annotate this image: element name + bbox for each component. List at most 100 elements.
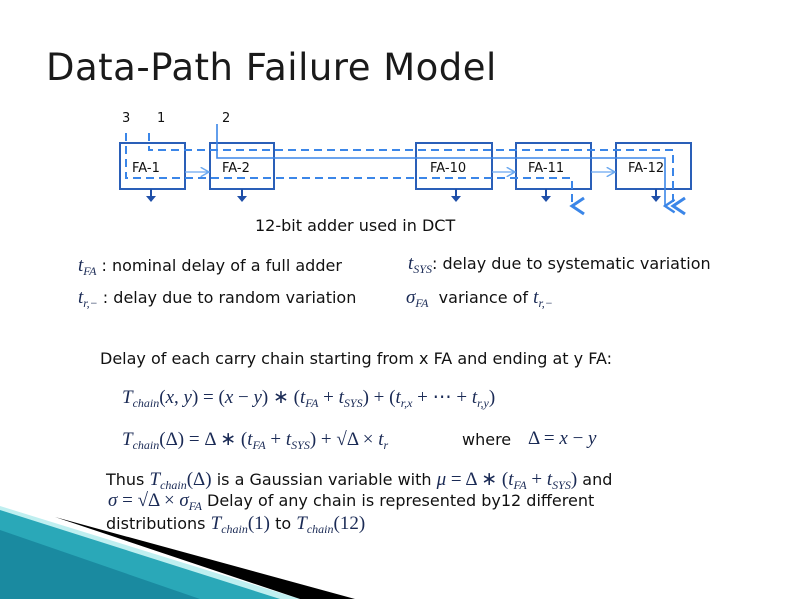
carry-chain-intro: Delay of each carry chain starting from … xyxy=(100,349,612,368)
math-symbol: tFA xyxy=(508,469,527,492)
math-operator: (1) xyxy=(247,513,271,534)
math-symbol: Tchain xyxy=(296,513,334,536)
math-operator: ) + ( xyxy=(362,387,396,408)
math-operator: (Δ) = Δ ∗ ( xyxy=(159,429,248,450)
where-label: where xyxy=(462,430,512,449)
math-subscript: FA xyxy=(513,478,527,492)
definition-text: : nominal delay of a full adder xyxy=(96,256,342,275)
text-run: is a Gaussian variable with xyxy=(211,470,437,489)
math-subscript: SYS xyxy=(343,396,363,410)
math-subscript: chain xyxy=(160,478,187,492)
math-operator: + xyxy=(318,387,339,408)
definition-text: variance of xyxy=(428,288,534,307)
math-operator: ) = ( xyxy=(191,387,225,408)
chain-3-path xyxy=(125,133,585,216)
math-operator: Δ = xyxy=(528,428,560,449)
math-symbol: tr xyxy=(378,429,389,452)
math-symbol: tr,− xyxy=(78,287,98,310)
math-symbol: σFA xyxy=(179,490,202,513)
math-operator: ( xyxy=(159,387,166,408)
math-operator: + xyxy=(526,469,547,490)
math-operator: − xyxy=(233,387,254,408)
fa-11-label: FA-11 xyxy=(528,161,564,176)
fa-2-label: FA-2 xyxy=(222,161,250,176)
math-symbol: σ xyxy=(108,490,118,511)
math-symbol: tSYS xyxy=(408,253,432,276)
chain-label-3: 3 xyxy=(122,111,130,126)
math-symbol: μ xyxy=(436,469,447,490)
math-subscript: chain xyxy=(132,396,160,410)
math-symbol: Tchain xyxy=(210,513,248,536)
diagram-caption: 12-bit adder used in DCT xyxy=(255,216,456,235)
definition-symbol: tSYS xyxy=(408,253,432,276)
text-run: and xyxy=(577,470,613,489)
math-subscript: SYS xyxy=(291,438,310,452)
sum-output-arrows xyxy=(146,189,661,202)
equation-tchain-delta: Tchain(Δ) = Δ ∗ (tFA + tSYS) + √Δ × tr xyxy=(122,428,388,451)
math-subscript: r,y xyxy=(477,396,489,410)
gaussian-paragraph-line-3: distributions Tchain(1) to Tchain(12) xyxy=(106,513,365,535)
math-operator: ) xyxy=(488,387,496,408)
math-operator: (12) xyxy=(333,513,366,534)
definition-text: : delay due to systematic variation xyxy=(431,254,711,273)
math-symbol: y xyxy=(588,428,597,449)
math-subscript: SYS xyxy=(413,262,432,276)
text-run: to xyxy=(270,514,297,533)
math-subscript: r,− xyxy=(538,296,553,310)
math-subscript: chain xyxy=(221,522,248,536)
math-subscript: FA xyxy=(83,264,97,278)
fa-1-block xyxy=(119,142,186,190)
math-subscript: FA xyxy=(305,396,319,410)
math-subscript: r,− xyxy=(83,296,98,310)
text-run: Delay of any chain is represented by12 d… xyxy=(201,491,595,510)
math-subscript: FA xyxy=(188,499,202,513)
math-subscript: r xyxy=(383,438,389,452)
definition-symbol: σFA xyxy=(406,287,429,309)
fa-10-label: FA-10 xyxy=(430,161,466,176)
math-symbol: y xyxy=(183,387,192,408)
chain-2-path xyxy=(216,124,676,214)
math-subscript: r,x xyxy=(400,396,413,410)
math-symbol: x xyxy=(224,387,234,408)
definition-sigma-fa: σFA variance of tr,− xyxy=(406,287,553,309)
math-operator: ) xyxy=(570,469,578,490)
fa-12-label: FA-12 xyxy=(628,161,664,176)
math-symbol: tr,y xyxy=(471,387,489,410)
fa-12-block xyxy=(615,142,692,190)
definition-tfa: tFA : nominal delay of a full adder xyxy=(78,255,342,277)
math-symbol: x xyxy=(165,387,175,408)
chain-label-2: 2 xyxy=(222,111,230,126)
math-symbol: Tchain xyxy=(149,469,187,492)
math-symbol: tFA xyxy=(247,429,266,452)
fa-1-label: FA-1 xyxy=(132,161,160,176)
math-symbol: tSYS xyxy=(546,469,571,492)
math-operator: , xyxy=(174,387,184,408)
math-symbol: tSYS xyxy=(338,387,363,410)
chain-label-1: 1 xyxy=(157,111,165,126)
text-run: distributions xyxy=(106,514,211,533)
math-operator: = √Δ × xyxy=(117,490,180,511)
math-symbol: tr,− xyxy=(533,287,553,310)
math-operator: ) ∗ ( xyxy=(261,387,300,408)
definition-symbol: tr,− xyxy=(533,287,553,310)
math-operator: + ⋯ + xyxy=(412,387,472,408)
math-subscript: SYS xyxy=(552,478,571,492)
math-subscript: chain xyxy=(132,438,160,452)
math-subscript: FA xyxy=(252,438,266,452)
math-operator: − xyxy=(567,428,589,449)
gaussian-paragraph-line-2: σ = √Δ × σFA Delay of any chain is repre… xyxy=(108,490,594,512)
math-symbol: tFA xyxy=(300,387,319,410)
math-operator: = Δ ∗ ( xyxy=(446,469,509,490)
equation-tchain-xy: Tchain(x, y) = (x − y) ∗ (tFA + tSYS) + … xyxy=(122,386,495,409)
corner-decoration xyxy=(0,506,355,599)
chain-1-path xyxy=(148,133,686,216)
definition-symbol: tFA xyxy=(78,255,97,278)
math-operator: ) + √Δ × xyxy=(309,429,379,450)
math-symbol: tFA xyxy=(78,255,97,278)
gaussian-paragraph-line-1: Thus Tchain(Δ) is a Gaussian variable wi… xyxy=(106,468,612,491)
definition-tsys: tSYS: delay due to systematic variation xyxy=(408,253,711,275)
math-symbol: y xyxy=(253,387,262,408)
fa-10-block xyxy=(415,142,493,190)
fa-11-block xyxy=(515,142,592,190)
